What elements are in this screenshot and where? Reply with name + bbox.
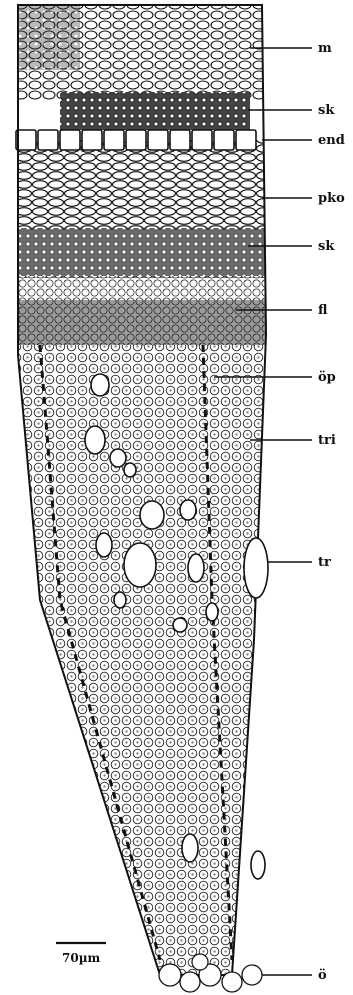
label-o: ö [318, 968, 327, 983]
label-fl: fl [318, 303, 328, 318]
vessel [140, 501, 164, 529]
vessel [114, 592, 126, 608]
label-sk-lower: sk [318, 239, 335, 254]
vessel [244, 538, 268, 598]
label-end: end [318, 133, 345, 148]
scale-bar: 70µm [56, 943, 106, 965]
scale-bar-label: 70µm [62, 951, 100, 965]
label-tr: tr [318, 555, 331, 570]
vessel [110, 449, 126, 467]
vessel [96, 533, 112, 557]
endodermis-row [16, 130, 256, 150]
endodermis-cell [104, 130, 124, 150]
vessel [173, 618, 187, 632]
xylem-ground-tissue [0, 345, 300, 985]
endodermis-cell [170, 130, 190, 150]
vessel [124, 463, 136, 477]
vessel [206, 603, 218, 621]
endodermis-cell [214, 130, 234, 150]
label-sk-upper: sk [318, 103, 335, 118]
endodermis-cell [38, 130, 58, 150]
label-op: öp [318, 370, 336, 385]
sclerenchyma-band-lower [0, 228, 300, 278]
endodermis-cell [148, 130, 168, 150]
sclerenchyma-band-upper [60, 92, 250, 130]
endodermis-cell [82, 130, 102, 150]
vessel [182, 834, 198, 862]
vessel [188, 554, 204, 582]
label-tri: tri [318, 433, 336, 448]
label-pko: pko [318, 191, 345, 206]
vessel [91, 374, 109, 396]
vessel [124, 543, 156, 587]
endodermis-cell [60, 130, 80, 150]
vessel [85, 426, 105, 454]
endodermis-cell [236, 130, 256, 150]
vessel [251, 851, 265, 879]
endodermis-cell [192, 130, 212, 150]
cortical-parenchyma-layer [0, 140, 300, 230]
endodermis-cell [126, 130, 146, 150]
vessel [180, 500, 196, 520]
label-m: m [318, 41, 332, 56]
